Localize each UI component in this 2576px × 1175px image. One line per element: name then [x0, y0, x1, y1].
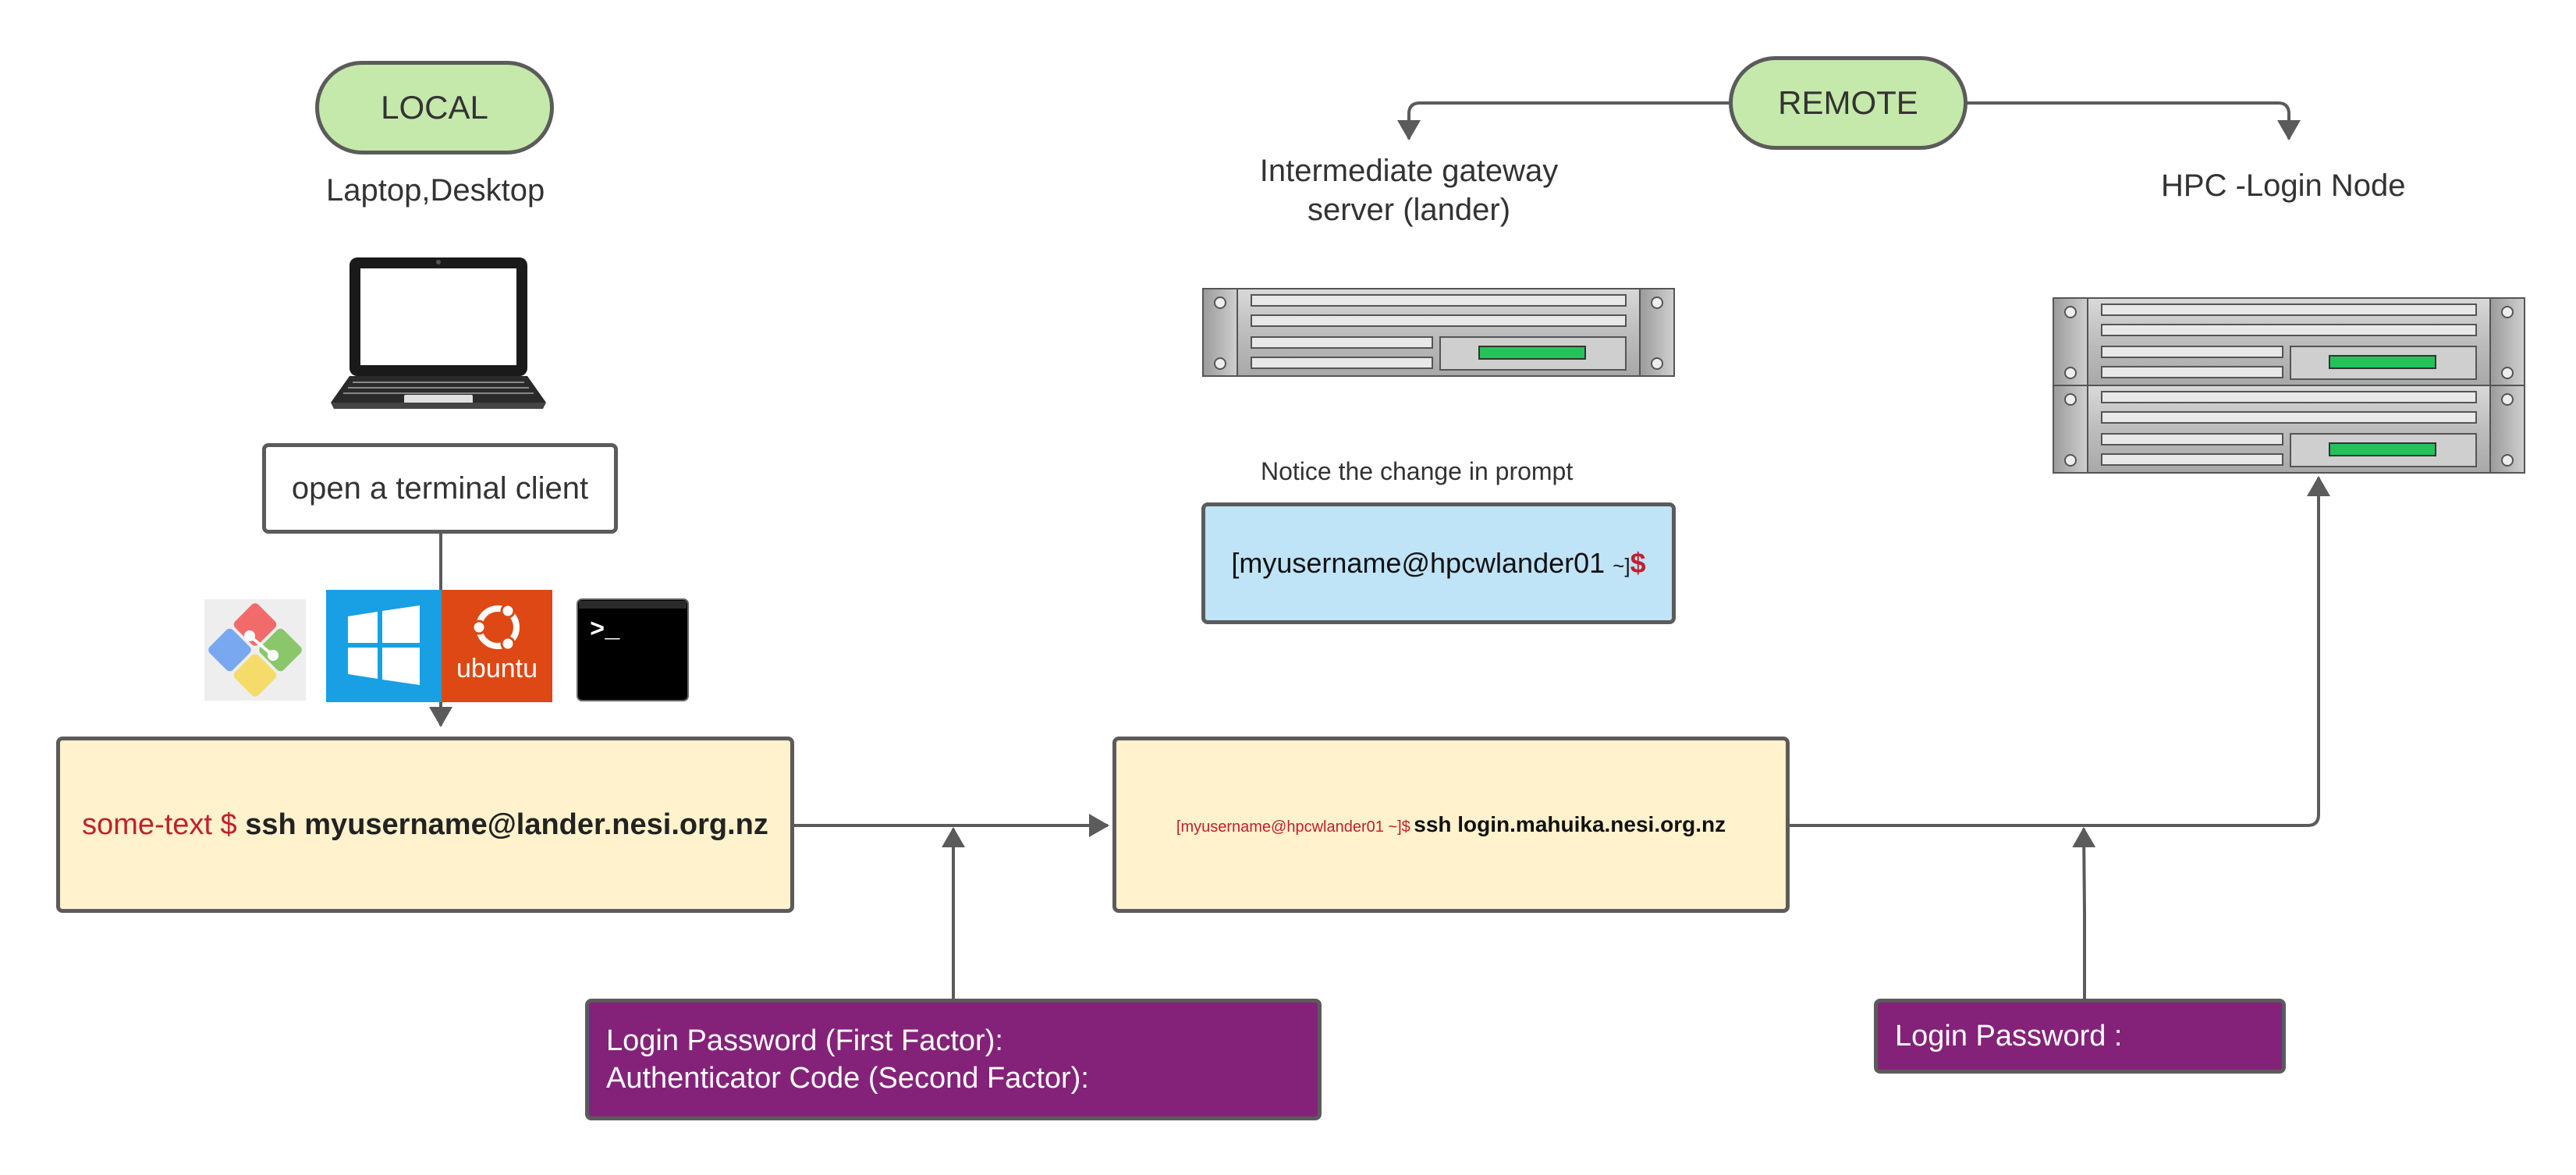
ubuntu-text: ubuntu: [456, 654, 538, 683]
local-command-prefix: some-text $: [82, 808, 237, 841]
second-auth-box: Login Password :: [1874, 999, 2286, 1074]
gateway-command: ssh login.mahuika.nesi.org.nz: [1414, 812, 1726, 836]
windows-icon: [326, 590, 442, 702]
local-label-text: LOCAL: [381, 89, 488, 126]
local-command-box: some-text $ ssh myusername@lander.nesi.o…: [56, 737, 794, 913]
hpc-server-icon: [2053, 297, 2525, 474]
local-label: LOCAL: [315, 61, 554, 154]
device-label: Laptop,Desktop: [326, 173, 545, 208]
terminal-icon: >_: [577, 598, 689, 701]
git-icon: [204, 599, 306, 701]
first-auth-line2: Authenticator Code (Second Factor):: [606, 1062, 1089, 1095]
remote-to-hpc-arrow: [1966, 101, 2301, 140]
auth2-arrow: [2072, 827, 2096, 999]
prompt-tilde: ~]: [1613, 554, 1630, 577]
notice-label: Notice the change in prompt: [1261, 457, 1574, 485]
remote-to-gateway-arrow: [1397, 101, 1730, 140]
remote-label-text: REMOTE: [1778, 84, 1918, 121]
gateway-server-icon: [1202, 288, 1675, 377]
remote-label: REMOTE: [1729, 56, 1967, 150]
second-auth-text: Login Password :: [1895, 1019, 2123, 1053]
prompt-dollar: $: [1630, 547, 1646, 579]
hpc-label: HPC -Login Node: [2161, 169, 2406, 203]
gateway-command-box: [myusername@hpcwlander01 ~]$ ssh login.m…: [1112, 737, 1790, 913]
terminal-client-box: open a terminal client: [262, 443, 618, 534]
connector-lines: [429, 101, 2330, 999]
terminal-client-text: open a terminal client: [291, 470, 589, 506]
local-command: ssh myusername@lander.nesi.org.nz: [245, 808, 768, 841]
laptop-icon: [331, 257, 546, 409]
gateway-to-hpc-arrow: [1790, 476, 2330, 827]
gateway-label: Intermediate gateway server (lander): [1259, 154, 1559, 227]
first-auth-box: Login Password (First Factor): Authentic…: [585, 999, 1322, 1120]
terminal-prompt-text: >_: [590, 616, 620, 644]
prompt-text: [myusername@hpcwlander01: [1231, 547, 1606, 579]
gateway-command-prompt: [myusername@hpcwlander01 ~]$: [1176, 818, 1410, 836]
ubuntu-icon: ubuntu: [442, 590, 552, 702]
first-auth-line1: Login Password (First Factor):: [606, 1024, 1003, 1057]
prompt-box: [myusername@hpcwlander01 ~]$: [1201, 502, 1676, 624]
